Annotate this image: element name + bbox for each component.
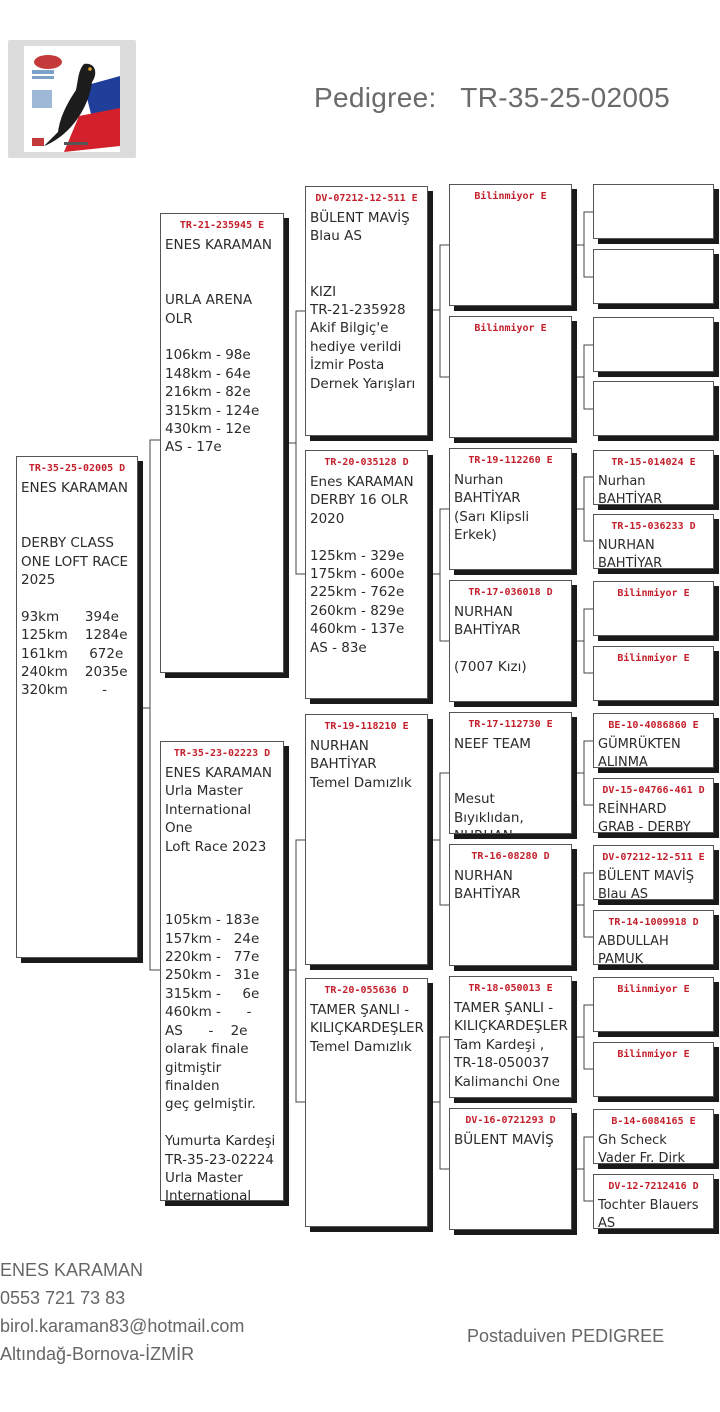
owner-address: Altındağ-Bornova-İZMİR	[0, 1344, 195, 1364]
owner-contact-block: ENES KARAMAN 0553 721 73 83 birol.karama…	[0, 1256, 244, 1368]
ring-number: DV-07212-12-511 E	[602, 852, 705, 863]
pedigree-card-gen5[interactable]: B-14-6084165 E Gh Scheck Vader Fr. Dirk	[593, 1109, 714, 1164]
card-text: Gh Scheck Vader Fr. Dirk	[598, 1133, 686, 1164]
pedigree-card-gen5[interactable]: Bilinmiyor E	[593, 646, 714, 701]
ring-number	[594, 185, 713, 207]
card-text: Enes KARAMAN DERBY 16 OLR 2020 125km - 3…	[310, 474, 414, 656]
card-text: BÜLENT MAVİŞ	[454, 1132, 554, 1148]
page-title: Pedigree: TR-35-25-02005	[314, 82, 670, 113]
pigeon-image	[24, 46, 120, 152]
card-text: ABDULLAH PAMUK	[598, 934, 669, 965]
ring-number: TR-15-036233 D	[611, 521, 696, 532]
card-text: ENES KARAMAN DERBY CLASS ONE LOFT RACE 2…	[21, 480, 129, 699]
card-text: NURHAN BAHTİYAR Temel Damızlık	[310, 738, 412, 791]
pedigree-card-gen5[interactable]	[593, 249, 714, 304]
card-text: ENES KARAMAN Urla Master International O…	[165, 765, 276, 1201]
card-text: NURHAN BAHTİYAR	[454, 868, 521, 903]
ring-number: DV-16-0721293 D	[465, 1115, 556, 1126]
card-text: NURHAN BAHTİYAR	[598, 538, 663, 569]
ring-number: TR-21-235945 E	[179, 220, 265, 231]
pedigree-card-gen4[interactable]: TR-17-112730 E NEEF TEAM Mesut Bıyıklıda…	[449, 712, 572, 834]
pedigree-card-dam[interactable]: TR-35-23-02223 D ENES KARAMAN Urla Maste…	[160, 741, 284, 1201]
ring-number: Bilinmiyor E	[474, 323, 547, 334]
pedigree-card-gen4[interactable]: Bilinmiyor E	[449, 316, 572, 438]
card-text: TAMER ŞANLI - KILIÇKARDEŞLER Tam Kardeşi…	[454, 1000, 568, 1090]
pedigree-card-gen4[interactable]: TR-18-050013 E TAMER ŞANLI - KILIÇKARDEŞ…	[449, 976, 572, 1098]
pedigree-card-gen5[interactable]: BE-10-4086860 E GÜMRÜKTEN ALINMA	[593, 713, 714, 768]
ring-number: TR-19-112260 E	[468, 455, 553, 466]
pedigree-card-gen5[interactable]: DV-15-04766-461 D REİNHARD GRAB - DERBY	[593, 778, 714, 833]
ring-number: BE-10-4086860 E	[608, 720, 699, 731]
pigeon-logo	[8, 40, 136, 158]
pedigree-card-gen4[interactable]: TR-17-036018 D NURHAN BAHTİYAR (7007 Kız…	[449, 580, 572, 702]
pedigree-card-sire[interactable]: TR-21-235945 E ENES KARAMAN URLA ARENA O…	[160, 213, 284, 673]
pedigree-card-gen4[interactable]: DV-16-0721293 D BÜLENT MAVİŞ	[449, 1108, 572, 1230]
ring-number: DV-07212-12-511 E	[315, 193, 418, 204]
ring-number: Bilinmiyor E	[474, 191, 547, 202]
pedigree-card-gen4[interactable]: Bilinmiyor E	[449, 184, 572, 306]
ring-number: DV-12-7212416 D	[608, 1181, 699, 1192]
ring-number	[594, 318, 713, 340]
pedigree-card-subject[interactable]: TR-35-25-02005 D ENES KARAMAN DERBY CLAS…	[16, 456, 138, 958]
pedigree-card-gen3[interactable]: DV-07212-12-511 E BÜLENT MAVİŞ Blau AS K…	[305, 186, 428, 436]
pedigree-card-gen3[interactable]: TR-20-035128 D Enes KARAMAN DERBY 16 OLR…	[305, 450, 428, 699]
card-text: NURHAN BAHTİYAR (7007 Kızı)	[454, 604, 527, 676]
card-text: BÜLENT MAVİŞ Blau AS KIZI TR-21-235928 A…	[310, 210, 416, 392]
card-text: GÜMRÜKTEN ALINMA	[598, 737, 681, 768]
pedigree-card-gen5[interactable]: TR-15-036233 D NURHAN BAHTİYAR	[593, 514, 714, 569]
pedigree-card-gen4[interactable]: TR-16-08280 D NURHAN BAHTİYAR	[449, 844, 572, 966]
pedigree-card-gen3[interactable]: TR-19-118210 E NURHAN BAHTİYAR Temel Dam…	[305, 714, 428, 965]
pedigree-card-gen4[interactable]: TR-19-112260 E Nurhan BAHTİYAR (Sarı Kli…	[449, 448, 572, 570]
ring-number: TR-35-23-02223 D	[173, 748, 271, 759]
owner-name: ENES KARAMAN	[0, 1260, 144, 1280]
ring-number: TR-15-014024 E	[611, 457, 696, 468]
pedigree-card-gen3[interactable]: TR-20-055636 D TAMER ŞANLI - KILIÇKARDEŞ…	[305, 978, 428, 1227]
card-text: TAMER ŞANLI - KILIÇKARDEŞLER Temel Damız…	[310, 1002, 424, 1055]
ring-number: TR-16-08280 D	[471, 851, 550, 862]
pedigree-card-gen5[interactable]	[593, 184, 714, 239]
ring-number: TR-17-036018 D	[468, 587, 553, 598]
pedigree-card-gen5[interactable]: TR-15-014024 E Nurhan BAHTİYAR	[593, 450, 714, 505]
pedigree-card-gen5[interactable]: Bilinmiyor E	[593, 581, 714, 636]
owner-phone: 0553 721 73 83	[0, 1288, 126, 1308]
card-text: Nurhan BAHTİYAR (Sarı Klipsli Erkek)	[454, 472, 530, 544]
pedigree-card-gen5[interactable]: DV-12-7212416 D Tochter Blauers AS	[593, 1174, 714, 1229]
card-text: Tochter Blauers AS	[598, 1198, 699, 1229]
ring-number	[594, 382, 713, 404]
ring-number: TR-17-112730 E	[468, 719, 553, 730]
ring-number: TR-18-050013 E	[468, 983, 553, 994]
pedigree-card-gen5[interactable]: TR-14-1009918 D ABDULLAH PAMUK	[593, 910, 714, 965]
ring-number: Bilinmiyor E	[617, 1049, 690, 1060]
ring-number: TR-20-035128 D	[324, 457, 409, 468]
owner-email: birol.karaman83@hotmail.com	[0, 1316, 245, 1336]
ring-number	[594, 250, 713, 272]
ring-number: Bilinmiyor E	[617, 588, 690, 599]
pedigree-card-gen5[interactable]: Bilinmiyor E	[593, 1042, 714, 1097]
card-text: REİNHARD GRAB - DERBY	[598, 802, 691, 833]
ring-number: TR-19-118210 E	[324, 721, 409, 732]
pigeon-icon	[24, 46, 120, 152]
pedigree-card-gen5[interactable]	[593, 381, 714, 436]
ring-number: DV-15-04766-461 D	[602, 785, 705, 796]
card-text: Nurhan BAHTİYAR	[598, 474, 663, 505]
card-text: ENES KARAMAN URLA ARENA OLR 106km - 98e …	[165, 237, 272, 456]
brand-label: Postaduiven PEDIGREE	[467, 1326, 665, 1346]
pedigree-card-gen5[interactable]: DV-07212-12-511 E BÜLENT MAVİŞ Blau AS	[593, 845, 714, 900]
pedigree-card-gen5[interactable]	[593, 317, 714, 372]
ring-number: TR-20-055636 D	[324, 985, 409, 996]
card-text: NEEF TEAM Mesut Bıyıklıdan, NURHAN BAHTİ…	[454, 736, 531, 833]
ring-number: B-14-6084165 E	[611, 1116, 696, 1127]
ring-number: TR-35-25-02005 D	[28, 463, 126, 474]
ring-number: Bilinmiyor E	[617, 653, 690, 664]
ring-number: TR-14-1009918 D	[608, 917, 699, 928]
pedigree-card-gen5[interactable]: Bilinmiyor E	[593, 977, 714, 1032]
ring-number: Bilinmiyor E	[617, 984, 690, 995]
card-text: BÜLENT MAVİŞ Blau AS	[598, 869, 694, 900]
